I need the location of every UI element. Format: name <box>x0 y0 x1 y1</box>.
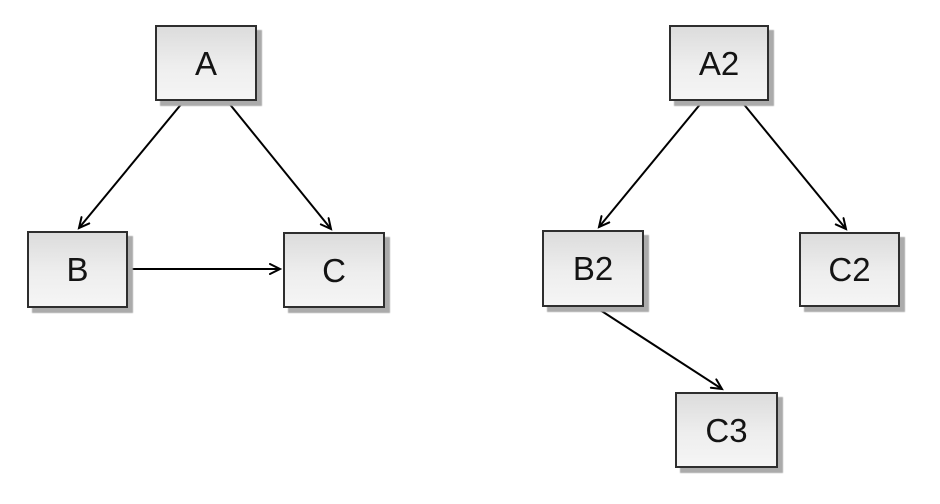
node-A: A <box>155 25 257 101</box>
node-label-B: B <box>66 251 89 288</box>
edge-A-to-C <box>227 101 333 231</box>
node-C: C <box>283 232 385 308</box>
edge-A2-to-B2 <box>597 101 703 229</box>
edge-B2-to-C3 <box>596 307 724 391</box>
node-label-A: A <box>194 44 217 82</box>
edge-A2-to-C2 <box>741 101 848 231</box>
node-label-C: C <box>322 251 346 289</box>
node-A2: A2 <box>669 25 769 101</box>
edges-group <box>77 101 848 391</box>
node-label-B2: B2 <box>572 250 614 287</box>
node-label-A2: A2 <box>698 44 740 82</box>
node-label-C2: C2 <box>828 251 871 288</box>
node-C2: C2 <box>799 232 900 307</box>
node-C3: C3 <box>675 392 778 468</box>
edge-A-to-B <box>77 101 184 230</box>
node-label-C3: C3 <box>705 411 748 449</box>
node-B: B <box>27 231 128 308</box>
node-B2: B2 <box>542 230 644 307</box>
